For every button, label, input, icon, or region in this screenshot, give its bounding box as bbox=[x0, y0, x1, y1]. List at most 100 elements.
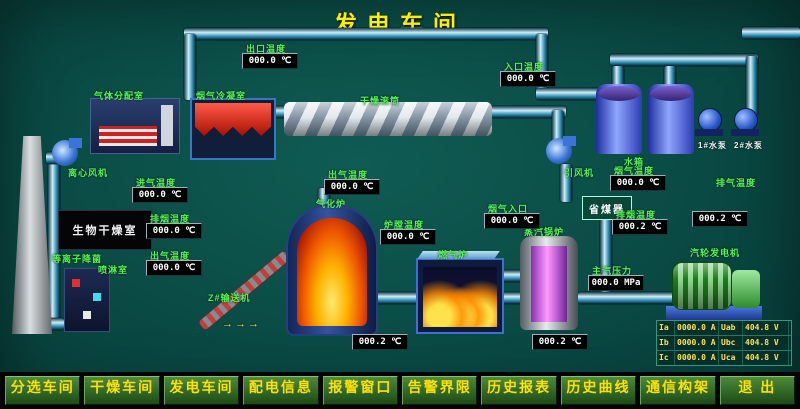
menu-button-sorting-workshop[interactable]: 分选车间 bbox=[5, 376, 81, 405]
gas-furnace bbox=[416, 251, 504, 334]
menu-bar: 分选车间 干燥车间 发电车间 配电信息 报警窗口 告警界限 历史报表 历史曲线 … bbox=[0, 372, 800, 409]
pipe bbox=[560, 164, 572, 202]
pump1-label: 1#水泵 bbox=[698, 141, 727, 150]
chimney bbox=[12, 136, 52, 334]
conveyor-label: Z#输送机 bbox=[208, 293, 251, 303]
turbine-generator-label: 汽轮发电机 bbox=[690, 248, 741, 258]
gasifier-flame bbox=[297, 218, 367, 326]
gasifier-bottom-display: 000.2 ℃ bbox=[352, 334, 408, 350]
induced-draft-fan-icon bbox=[546, 136, 576, 164]
outlet-temp-display: 000.0 ℃ bbox=[242, 53, 298, 69]
stack-temp-display: 000.2 ℃ bbox=[612, 219, 668, 235]
centrifugal-fan-label: 离心风机 bbox=[68, 168, 109, 178]
intake-temp-label: 进气温度 bbox=[136, 178, 177, 188]
water-tank-2 bbox=[648, 84, 694, 154]
cabinet-louvers bbox=[99, 126, 157, 146]
main-steam-pressure-label: 主汽压力 bbox=[592, 266, 633, 276]
menu-button-drying-workshop[interactable]: 干燥车间 bbox=[84, 376, 160, 405]
table-row: Ib 0000.0 A Ubc 404.8 V bbox=[657, 336, 791, 351]
menu-button-exit[interactable]: 退 出 bbox=[719, 376, 796, 405]
menu-button-comm-architecture[interactable]: 通信构架 bbox=[640, 376, 716, 405]
table-cell: 404.8 V bbox=[743, 351, 789, 365]
flue-condenser-label: 烟气冷凝室 bbox=[196, 91, 247, 101]
menu-button-power-workshop[interactable]: 发电车间 bbox=[163, 376, 240, 405]
flue-gas-temp-label: 烟气温度 bbox=[614, 166, 655, 176]
flue-gas-temp-display: 000.0 ℃ bbox=[610, 175, 666, 191]
flue-inlet-label: 烟气入口 bbox=[488, 204, 529, 214]
pipe bbox=[552, 110, 564, 144]
pump2-label: 2#水泵 bbox=[734, 141, 763, 150]
pipe bbox=[742, 27, 800, 39]
main-steam-pressure-display: 000.0 MPa bbox=[588, 275, 644, 291]
pump-base bbox=[731, 129, 759, 136]
table-row: Ic 0000.0 A Uca 404.8 V bbox=[657, 351, 791, 365]
turbine-base bbox=[666, 306, 762, 322]
gasifier-vessel bbox=[286, 204, 378, 336]
generator-parameter-table: Ia 0000.0 A Uab 404.8 V Ib 0000.0 A Ubc … bbox=[656, 320, 792, 366]
pipe bbox=[184, 34, 196, 100]
table-cell: 0000.0 A bbox=[675, 321, 719, 335]
pipe bbox=[610, 54, 758, 66]
menu-button-history-curve[interactable]: 历史曲线 bbox=[560, 376, 637, 405]
table-cell: Ubc bbox=[719, 336, 743, 350]
bio-drying-room: 生物干燥室 bbox=[58, 210, 152, 250]
pipe bbox=[536, 88, 612, 100]
table-row: Ia 0000.0 A Uab 404.8 V bbox=[657, 321, 791, 336]
gasifier-label: 气化炉 bbox=[316, 199, 347, 209]
outlet-temp-label: 出口温度 bbox=[246, 44, 287, 54]
table-cell: Ia bbox=[657, 321, 675, 335]
conveyor-arrows: →→→ bbox=[222, 318, 261, 330]
flue-exhaust-temp-display: 000.0 ℃ bbox=[146, 223, 202, 239]
inlet-temp-label: 入口温度 bbox=[504, 62, 545, 72]
tank-dome bbox=[650, 86, 692, 101]
pipe bbox=[184, 28, 548, 40]
drying-drum-label: 干燥滚筒 bbox=[360, 96, 401, 106]
furnace-flames bbox=[423, 267, 497, 327]
economizer-label: 省煤器 bbox=[589, 204, 625, 216]
table-cell: 0000.0 A bbox=[675, 336, 719, 350]
condenser-hot-zone bbox=[195, 103, 271, 136]
menu-button-alarm-limits[interactable]: 告警界限 bbox=[402, 376, 478, 405]
induced-fan-label: 引风机 bbox=[564, 168, 595, 178]
stack-temp-label: 排烟温度 bbox=[616, 210, 657, 220]
pipe bbox=[746, 56, 758, 116]
steam-boiler-label: 蒸汽锅炉 bbox=[524, 227, 565, 237]
table-cell: 404.8 V bbox=[743, 336, 789, 350]
cabinet-indicator bbox=[83, 311, 91, 319]
drum-outlet-temp-label: 出气温度 bbox=[328, 170, 369, 180]
drying-drum bbox=[284, 102, 492, 136]
water-tanks-label: 水箱 bbox=[624, 157, 645, 167]
steam-boiler-vessel bbox=[520, 236, 578, 330]
boiler-bottom-display: 000.2 ℃ bbox=[532, 334, 588, 350]
table-cell: 404.8 V bbox=[743, 321, 789, 335]
economizer-box: 省煤器 bbox=[582, 196, 632, 220]
flue-gas-condenser bbox=[190, 98, 276, 160]
plasma-spray-cabinet bbox=[64, 268, 110, 332]
menu-button-power-distribution-info[interactable]: 配电信息 bbox=[243, 376, 319, 405]
bio-outlet-temp-label: 出气温度 bbox=[150, 251, 191, 261]
bio-outlet-temp-display: 000.0 ℃ bbox=[146, 260, 202, 276]
tank-dome bbox=[598, 86, 640, 101]
table-cell: Uca bbox=[719, 351, 743, 365]
turbine-body bbox=[672, 262, 732, 310]
pump-base bbox=[695, 129, 723, 136]
gas-distribution-cabinet bbox=[90, 98, 180, 154]
table-cell: Uab bbox=[719, 321, 743, 335]
furnace-temp-display: 000.0 ℃ bbox=[380, 229, 436, 245]
flue-exhaust-temp-label: 排烟温度 bbox=[150, 214, 191, 224]
boiler-core bbox=[531, 246, 567, 322]
drum-outlet-temp-display: 000.0 ℃ bbox=[324, 179, 380, 195]
pipe bbox=[486, 106, 566, 118]
centrifugal-fan-icon bbox=[52, 138, 82, 166]
menu-button-alarm-window[interactable]: 报警窗口 bbox=[322, 376, 399, 405]
menu-button-history-report[interactable]: 历史报表 bbox=[481, 376, 557, 405]
exhaust-temp-label: 排气温度 bbox=[716, 178, 757, 188]
furnace-temp-label: 炉膛温度 bbox=[384, 220, 425, 230]
flue-inlet-display: 000.0 ℃ bbox=[484, 213, 540, 229]
cabinet-panel bbox=[161, 105, 173, 146]
inlet-temp-display: 000.0 ℃ bbox=[500, 71, 556, 87]
pipe bbox=[578, 292, 688, 304]
intake-temp-display: 000.0 ℃ bbox=[132, 187, 188, 203]
table-cell: 0000.0 A bbox=[675, 351, 719, 365]
